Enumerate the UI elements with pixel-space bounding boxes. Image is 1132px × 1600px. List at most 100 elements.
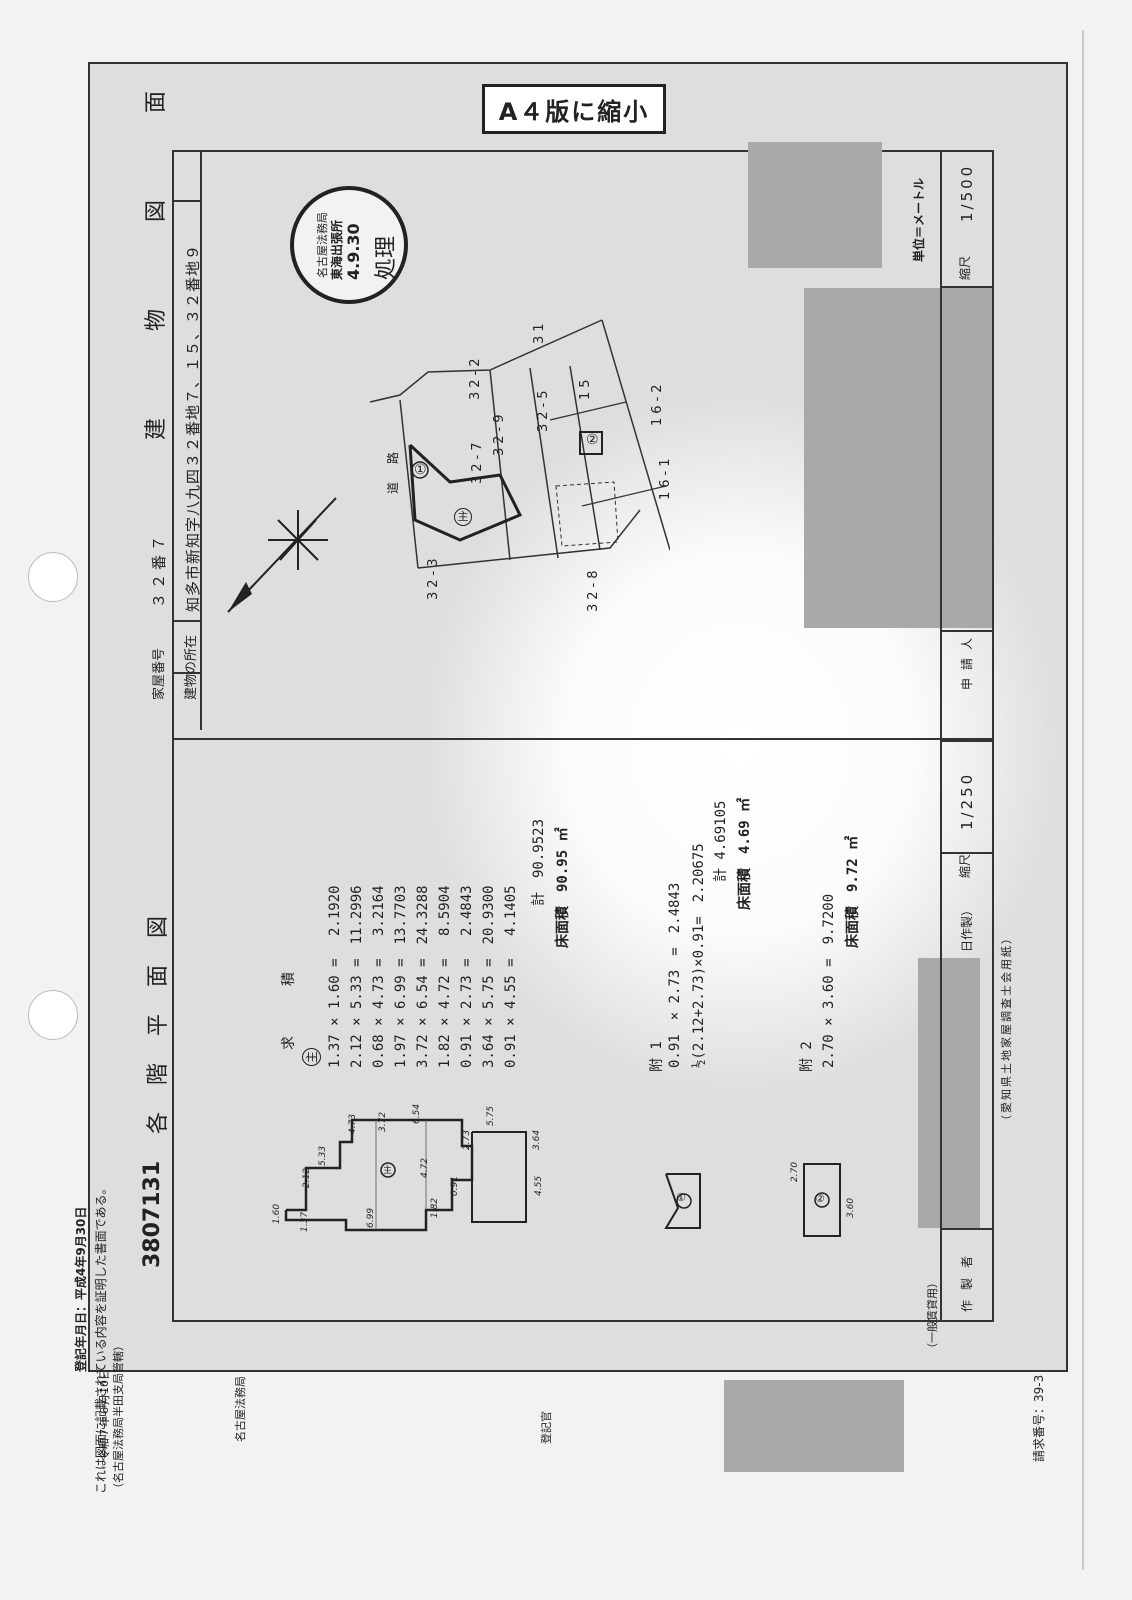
side-table-rule6: [940, 1228, 994, 1230]
floor-plan-id: 3807131: [140, 1160, 165, 1268]
plan-dim-11: 2.73: [462, 1129, 472, 1150]
right-edge-line: [1082, 30, 1084, 1570]
side-table-rule4: [940, 740, 994, 742]
plan-dim-8: 3.72: [378, 1111, 388, 1132]
calc-main-row-2: 2.12 × 5.33 = 11.2996: [349, 885, 365, 1068]
site-lot-32-9: 32-9: [492, 410, 507, 456]
plan-dim-2: 2.12: [302, 1167, 312, 1188]
plan-dim-1: 1.60: [272, 1203, 282, 1224]
plan-annex2-mark: ②: [815, 1192, 825, 1205]
plan-dim-3: 5.33: [318, 1145, 328, 1166]
house-number: ３２番７: [150, 531, 168, 608]
form-note: （一般賃貸用）: [926, 1277, 939, 1354]
floor-plan-title: 各 階 平 面 図: [146, 906, 171, 1134]
calc-main-row-1: 1.37 × 1.60 = 2.1920: [327, 885, 343, 1068]
site-unit: 単位＝メートル: [912, 177, 926, 262]
house-number-label: 家屋番号: [152, 647, 167, 700]
location-label: 建物の所在: [184, 634, 199, 700]
calc-annex1-total: 計 4.69105: [713, 800, 729, 882]
floor-plan-annex2: [803, 1163, 841, 1237]
site-lot-31: 31: [532, 319, 547, 344]
plan-dim-7: 6.54: [412, 1103, 422, 1124]
site-lot-16-1: 16-1: [658, 454, 673, 500]
paper-note: （愛知県土地家屋調査士会用紙）: [1000, 931, 1013, 1126]
side-table-rule2: [940, 286, 994, 288]
plan-dim-15: 4.55: [534, 1175, 544, 1196]
maker-label: 作製者: [960, 1245, 974, 1312]
site-lot-16-2: 16-2: [650, 380, 665, 426]
top-table-cross: [172, 620, 202, 622]
calc-main-floor-area: 床面積 90.95 ㎡: [555, 827, 571, 948]
calc-annex2-heading: 附 2: [799, 1041, 815, 1072]
redaction-right: [804, 288, 992, 628]
north-arrow-icon: [227, 497, 337, 613]
site-annex-mark1: ①: [414, 462, 427, 478]
drawing-frame: [172, 150, 994, 1322]
certificate-office: 名古屋法務局: [234, 1376, 247, 1442]
site-lot-32-5: 32-5: [536, 386, 551, 432]
top-table-cross2: [172, 672, 202, 674]
redaction-certificate: [724, 1380, 904, 1472]
plan-dim-5: 6.99: [366, 1207, 376, 1228]
calc-main-mark: 主: [302, 1047, 321, 1066]
site-lot-15: 15: [578, 375, 593, 400]
side-table-rule3: [940, 630, 994, 632]
plan-dim-10: 1.82: [430, 1197, 440, 1218]
office-paren: （名古屋法務局半田支局管轄）: [112, 1340, 125, 1494]
reduction-label: A４版に縮小: [482, 84, 666, 134]
floor-scale-label: 縮尺: [958, 853, 972, 878]
redaction-bottom: [918, 958, 980, 1228]
plan-annex1-mark: ①: [676, 1191, 686, 1204]
plan-dim-12: 0.91: [450, 1175, 460, 1196]
official-stamp: 名古屋法務局 東海出張所 4.9.30 処理: [290, 186, 408, 304]
calc-annex1-heading: 附 1: [649, 1041, 665, 1072]
punch-hole-bottom: [28, 990, 78, 1040]
side-table-rule5: [940, 852, 994, 854]
site-annex-mark2: ②: [586, 432, 599, 448]
site-lot-32-3: 32-3: [426, 554, 441, 600]
calc-main-total: 計 90.9523: [531, 818, 547, 906]
calc-annex1-row-1: 0.91 × 2.73 = 2.4843: [667, 882, 683, 1068]
plan-main-mark: 主: [383, 1166, 393, 1176]
plan-dim-17: 3.60: [846, 1197, 856, 1218]
request-number: 請求番号：39-3: [1032, 1374, 1046, 1462]
calc-annex2-floor-area: 床面積 9.72 ㎡: [845, 835, 861, 948]
stamp-line2: 東海出張所: [330, 219, 344, 280]
calc-heading: 求 積: [281, 954, 297, 1050]
site-scale: 1/500: [958, 163, 976, 222]
top-table-vertical: [200, 150, 202, 730]
applicant-label: 申請人: [960, 629, 974, 690]
building-title: 建 物 図 面: [144, 51, 169, 440]
plan-dim-14: 3.64: [532, 1129, 542, 1150]
mid-divider: [172, 738, 994, 740]
registrar-label: 登記官: [540, 1411, 553, 1444]
calc-main-row-7: 0.91 × 2.73 = 2.4843: [459, 885, 475, 1068]
site-lot-32-7: 32-7: [470, 438, 485, 484]
floor-scale: 1/250: [958, 771, 976, 830]
stamp-mark: 処理: [374, 235, 399, 280]
redaction-top-right: [748, 142, 882, 268]
calc-annex1-floor-area: 床面積 4.69 ㎡: [737, 797, 753, 910]
calc-main-row-5: 3.72 × 6.54 = 24.3288: [415, 885, 431, 1068]
floor-plan-annex1: [664, 1173, 701, 1229]
drawing-sheet: [88, 62, 1068, 1372]
site-road-label: 道路: [386, 433, 400, 494]
plan-dim-6: 1.37: [300, 1211, 310, 1232]
calc-annex2-row-1: 2.70 × 3.60 = 9.7200: [821, 893, 837, 1068]
punch-hole-top: [28, 552, 78, 602]
certificate-date: 令和７年６月10日: [98, 1369, 111, 1460]
top-table-rule1: [172, 200, 202, 202]
calc-annex1-row-2: ½(2.12+2.73)×0.91= 2.20675: [691, 843, 707, 1068]
floor-plan-main: [284, 1118, 527, 1232]
top-table-vertical2: [172, 620, 174, 720]
location: 知多市新知字八九四３２番地７、１５、３２番地９: [184, 243, 202, 612]
site-plan: [370, 319, 670, 569]
stamp-date: 4.9.30: [344, 223, 363, 280]
calc-main-row-4: 1.97 × 6.99 = 13.7703: [393, 885, 409, 1068]
calc-main-row-8: 3.64 × 5.75 = 20.9300: [481, 885, 497, 1068]
calc-main-row-6: 1.82 × 4.72 = 8.5904: [437, 885, 453, 1068]
made-date-label: 日作製）: [960, 903, 974, 952]
side-table-rule: [940, 150, 942, 1322]
calc-main-row-9: 0.91 × 4.55 = 4.1405: [503, 885, 519, 1068]
site-lot-32-8: 32-8: [586, 566, 601, 612]
